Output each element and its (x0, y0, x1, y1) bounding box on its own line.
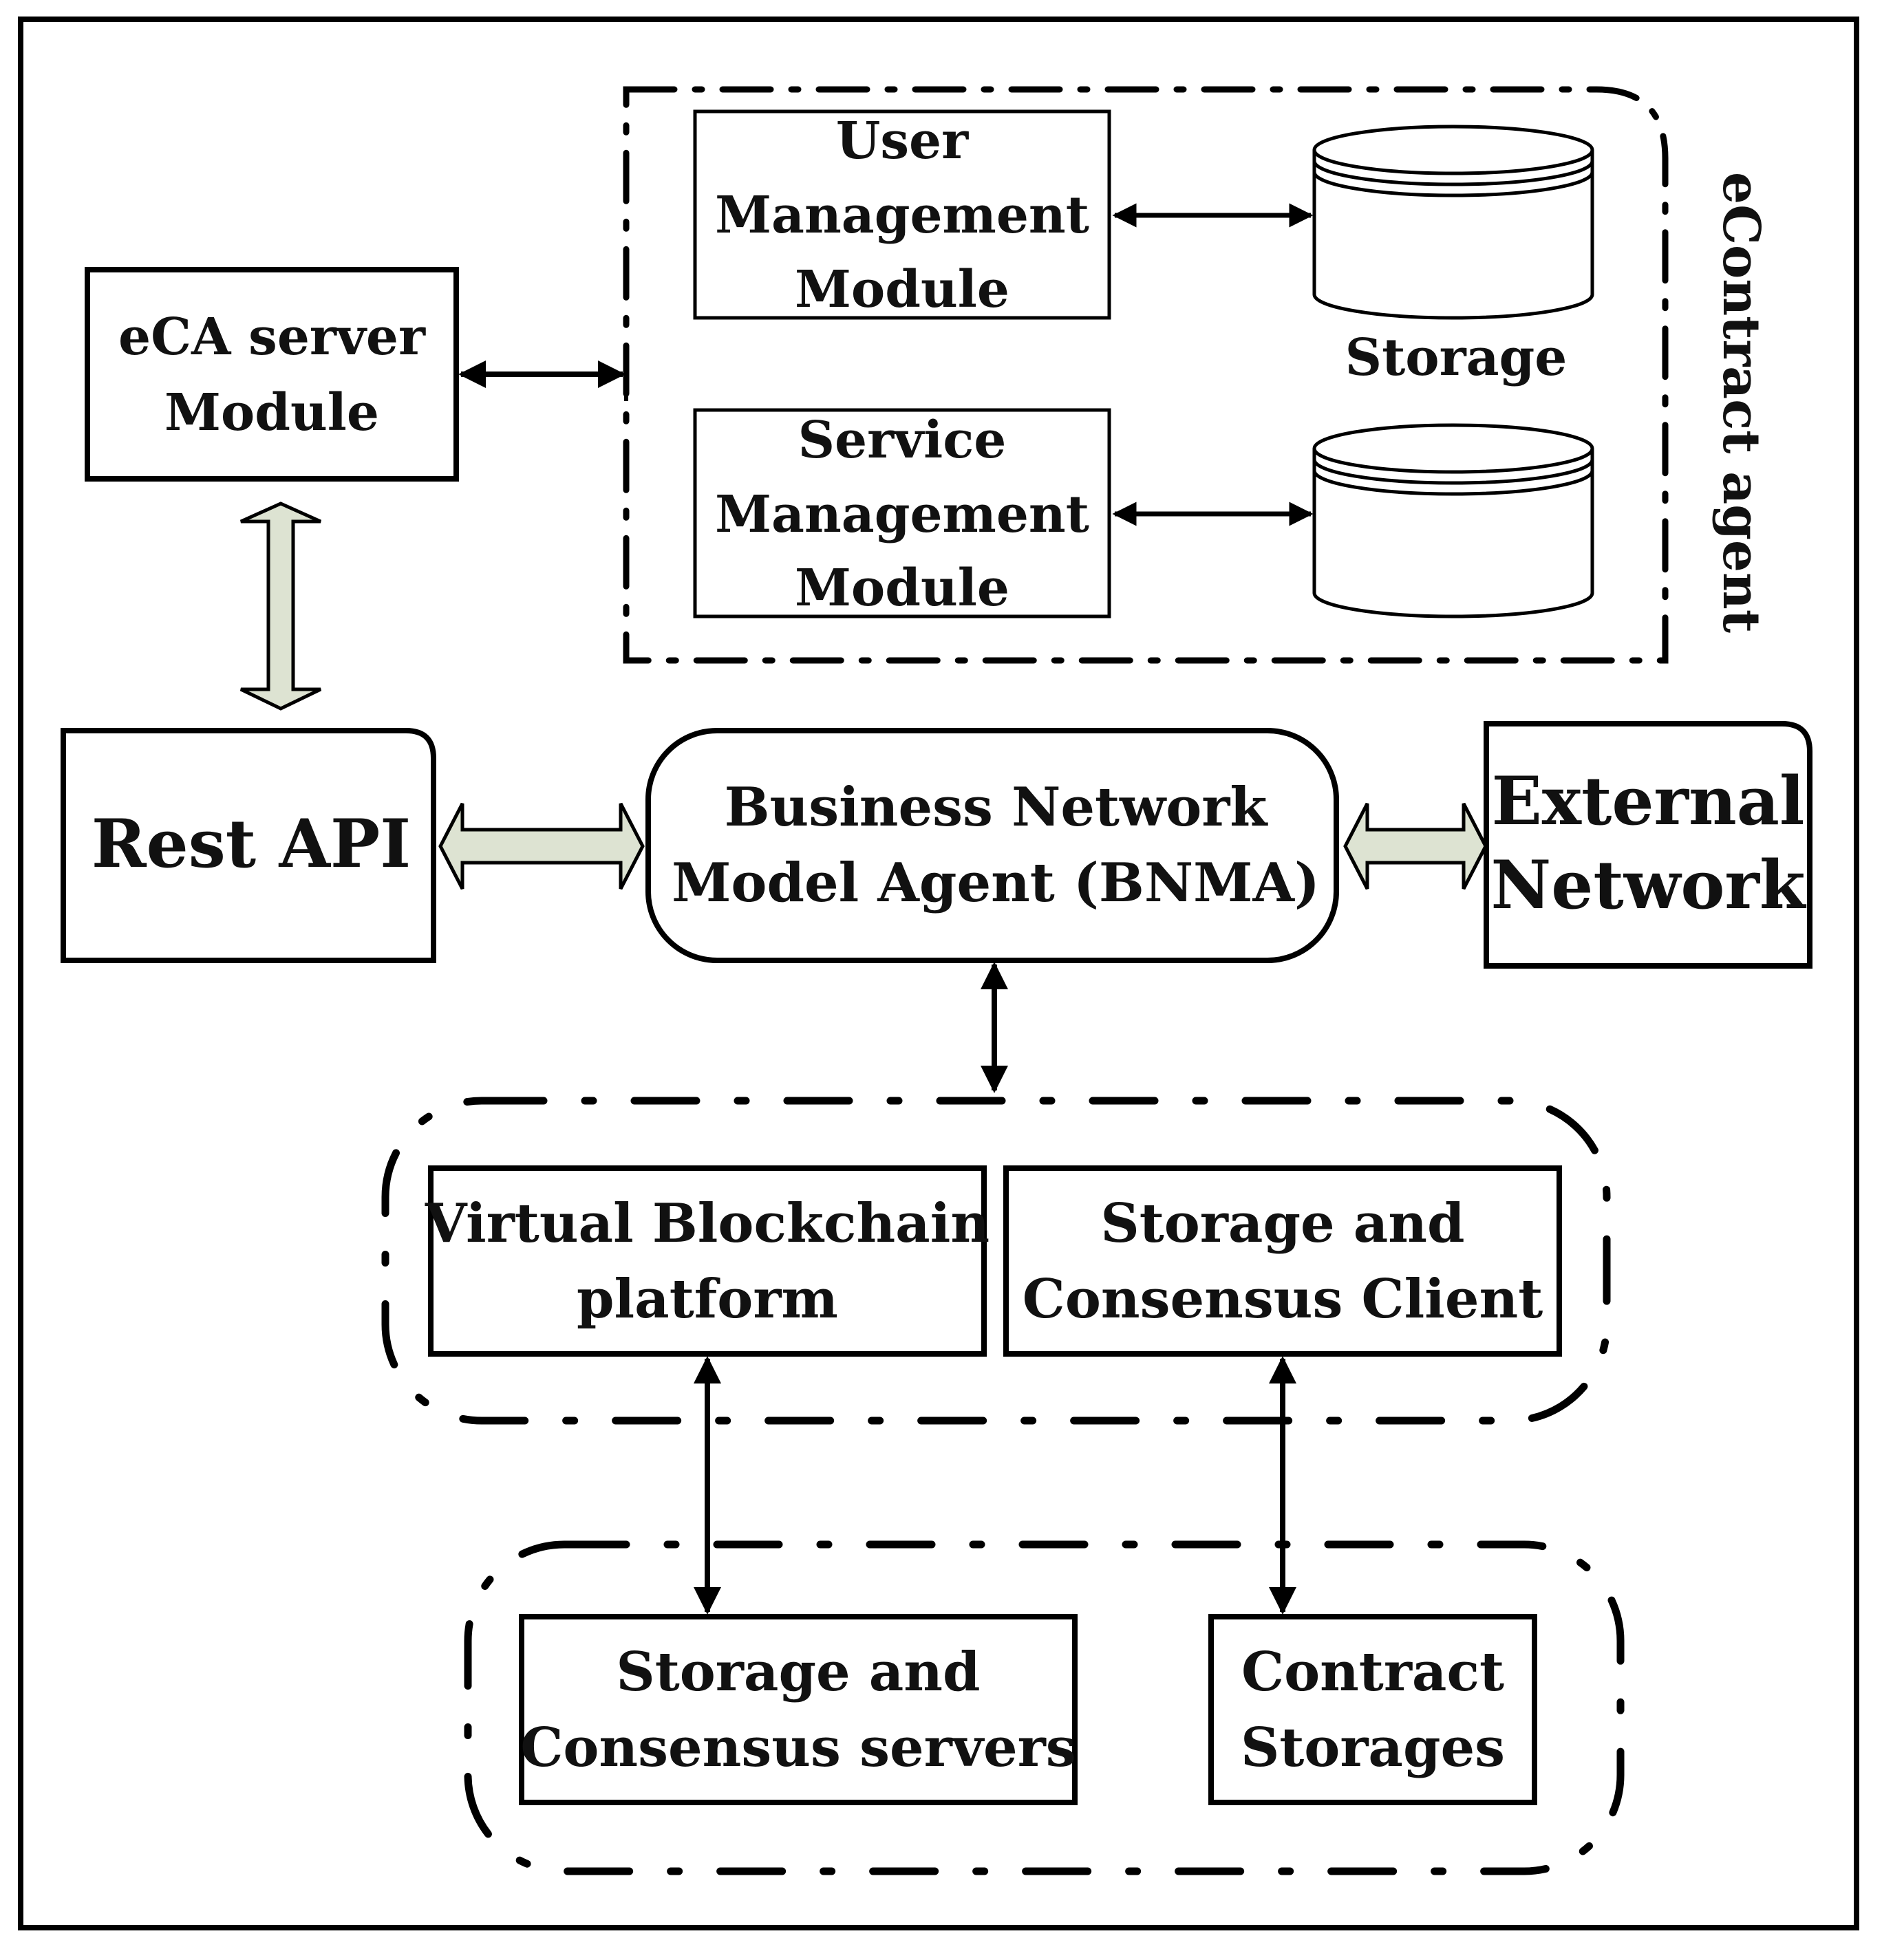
storage-consensus-servers (519, 1614, 1078, 1805)
eca-server-label-line1: eCA server (118, 308, 426, 367)
external-network-box (1484, 721, 1812, 969)
service-mgmt-label-line1: Service (798, 411, 1007, 470)
contract-storages-label-line2: Storages (1241, 1716, 1505, 1779)
storage-consensus-client (1003, 1165, 1562, 1357)
service-mgmt-label-line2: Management (715, 485, 1089, 544)
econtract-agent-group (623, 86, 1669, 664)
contract-storages (1208, 1614, 1537, 1805)
virtual-blockchain-label-line1: Virtual Blockchain (425, 1192, 990, 1255)
storage-cylinder-icon (1312, 423, 1594, 618)
eca-rest-hollow-arrow (239, 502, 322, 711)
eca-server-label-line2: Module (164, 383, 379, 442)
contract-storages-label-line1: Contract (1241, 1641, 1504, 1703)
outer-frame (18, 17, 1859, 1930)
user-mgmt-label-line1: User (836, 111, 969, 171)
bnma-label-line1: Business Network (725, 776, 1269, 839)
bnma-external-hollow-arrow (1343, 802, 1488, 890)
external-network-label-line1: External (1492, 762, 1805, 840)
storage-client-label-line2: Consensus Client (1023, 1268, 1543, 1331)
user-management-module (693, 109, 1111, 320)
blockchain-layer-group (381, 1097, 1611, 1425)
eca-server-module (85, 267, 459, 482)
service-mgmt-label-line3: Module (795, 559, 1009, 618)
user-mgmt-label-line3: Module (795, 260, 1009, 319)
service-management-module (693, 408, 1111, 618)
virtual-blockchain-platform (428, 1165, 987, 1357)
storage-label: Storage (1345, 328, 1568, 387)
virtual-blockchain-label-line2: platform (577, 1268, 838, 1331)
rest-api-label: Rest API (92, 805, 411, 883)
bnma-box (645, 728, 1339, 963)
storage-cylinder-icon (1312, 125, 1594, 320)
server-layer-group (464, 1540, 1625, 1875)
user-mgmt-label-line2: Management (715, 186, 1089, 245)
storage-client-label-line1: Storage and (1100, 1192, 1464, 1255)
external-network-label-line2: Network (1491, 846, 1807, 924)
econtract-agent-label: eContract agent (1711, 172, 1771, 633)
rest-bnma-hollow-arrow (438, 802, 645, 890)
storage-servers-label-line1: Storage and (616, 1641, 980, 1703)
bnma-label-line2: Model Agent (BNMA) (672, 852, 1320, 914)
rest-api-box (61, 728, 436, 963)
storage-servers-label-line2: Consensus servers (520, 1716, 1076, 1779)
